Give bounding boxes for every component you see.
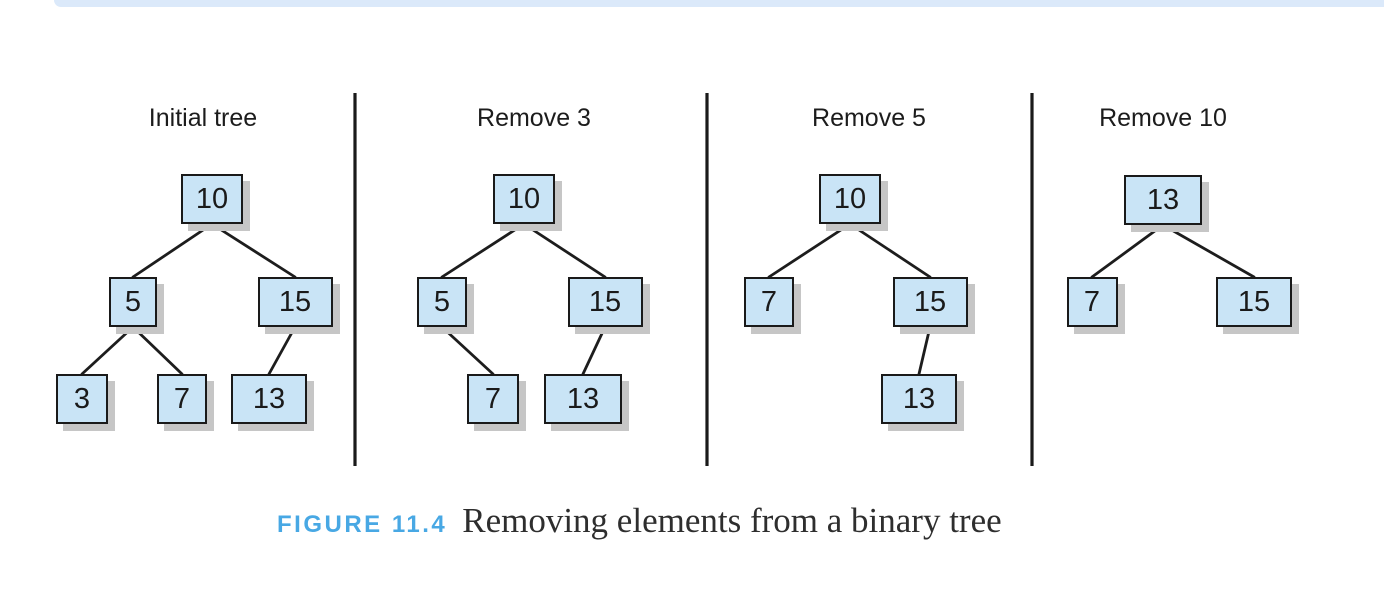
tree-edge bbox=[440, 325, 495, 376]
tree-node-15: 15 bbox=[257, 277, 333, 327]
tree-node-13: 13 bbox=[544, 374, 622, 424]
tree-edge bbox=[210, 222, 297, 279]
tree-node-15: 15 bbox=[1216, 277, 1292, 327]
tree-node-13: 13 bbox=[881, 374, 957, 424]
tree-edge bbox=[767, 222, 852, 279]
tree-edge bbox=[131, 325, 184, 376]
tree-edge bbox=[80, 325, 135, 376]
figure-caption: FIGURE 11.4 Removing elements from a bin… bbox=[277, 501, 1002, 541]
tree-edge bbox=[917, 325, 932, 376]
tree-node-13: 13 bbox=[1124, 175, 1202, 225]
tree-node-13: 13 bbox=[231, 374, 307, 424]
tree-node-15: 15 bbox=[892, 277, 968, 327]
tree-node-10: 10 bbox=[493, 174, 555, 224]
tree-node-10: 10 bbox=[181, 174, 243, 224]
tree-edge bbox=[131, 222, 214, 279]
tree-node-15: 15 bbox=[567, 277, 643, 327]
tree-node-5: 5 bbox=[109, 277, 157, 327]
tree-edge bbox=[848, 222, 932, 279]
tree-node-7: 7 bbox=[467, 374, 519, 424]
panel-title-2: Remove 3 bbox=[477, 104, 591, 132]
tree-edge bbox=[267, 325, 297, 376]
tree-node-7: 7 bbox=[157, 374, 207, 424]
tree-node-10: 10 bbox=[819, 174, 881, 224]
tree-node-7: 7 bbox=[1066, 277, 1118, 327]
tree-edge bbox=[522, 222, 607, 279]
panel-title-3: Remove 5 bbox=[812, 104, 926, 132]
tree-edge bbox=[1161, 223, 1256, 279]
panel-title-4: Remove 10 bbox=[1099, 104, 1227, 132]
tree-edge bbox=[1090, 223, 1165, 279]
figure-label: FIGURE 11.4 bbox=[277, 511, 448, 538]
tree-edge bbox=[581, 325, 607, 376]
tree-edge bbox=[440, 222, 526, 279]
tree-node-5: 5 bbox=[417, 277, 467, 327]
tree-node-3: 3 bbox=[56, 374, 108, 424]
panel-title-1: Initial tree bbox=[148, 104, 258, 132]
top-decoration-bar bbox=[54, 0, 1384, 7]
figure-caption-text: Removing elements from a binary tree bbox=[462, 501, 1002, 540]
tree-node-7: 7 bbox=[744, 277, 794, 327]
